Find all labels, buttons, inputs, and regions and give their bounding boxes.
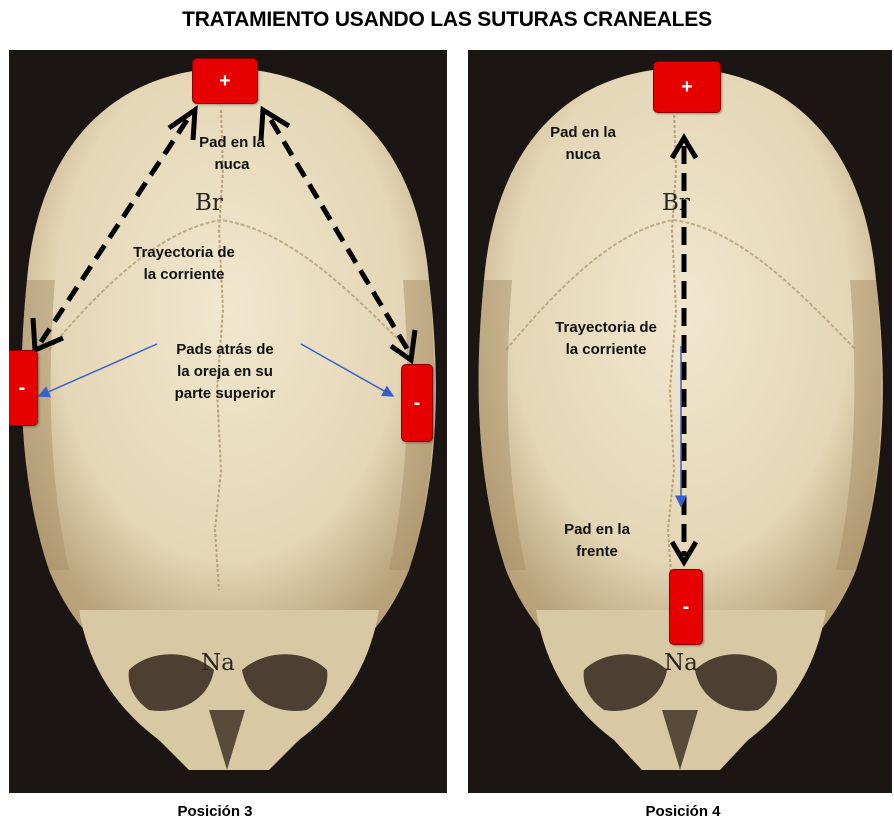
label-trayectoria: Trayectoria de la corriente <box>109 242 259 286</box>
bregma-marker: Br <box>662 190 690 216</box>
pad-sign: - <box>19 378 26 398</box>
pad-positive-top: + <box>192 58 258 104</box>
nasion-marker: Na <box>664 650 698 676</box>
caption-position-4: Posición 4 <box>598 803 768 820</box>
label-pads-oreja: Pads atrás de la oreja en su parte super… <box>145 339 305 405</box>
label-pad-frente: Pad en la frente <box>542 519 652 563</box>
pad-positive-top: + <box>653 61 721 113</box>
pad-negative-bottom: - <box>669 569 703 645</box>
caption-position-3: Posición 3 <box>130 803 300 820</box>
pad-sign: - <box>683 597 690 617</box>
pad-sign: + <box>681 77 693 97</box>
pad-sign: - <box>414 393 421 413</box>
nasion-marker: Na <box>201 650 235 676</box>
pad-sign: + <box>219 71 231 91</box>
label-pad-nuca: Pad en la nuca <box>528 122 638 166</box>
bregma-marker: Br <box>195 190 223 216</box>
label-pad-nuca: Pad en la nuca <box>187 132 277 176</box>
pad-negative-right: - <box>401 364 433 442</box>
label-trayectoria: Trayectoria de la corriente <box>526 317 686 361</box>
pad-negative-left: - <box>9 350 38 426</box>
panel-position-3: Br Na Pad en la nuca Trayectoria de la c… <box>9 50 447 793</box>
page-title: TRATAMIENTO USANDO LAS SUTURAS CRANEALES <box>0 8 894 32</box>
panel-position-4: Br Na Pad en la nuca Trayectoria de la c… <box>468 50 892 793</box>
